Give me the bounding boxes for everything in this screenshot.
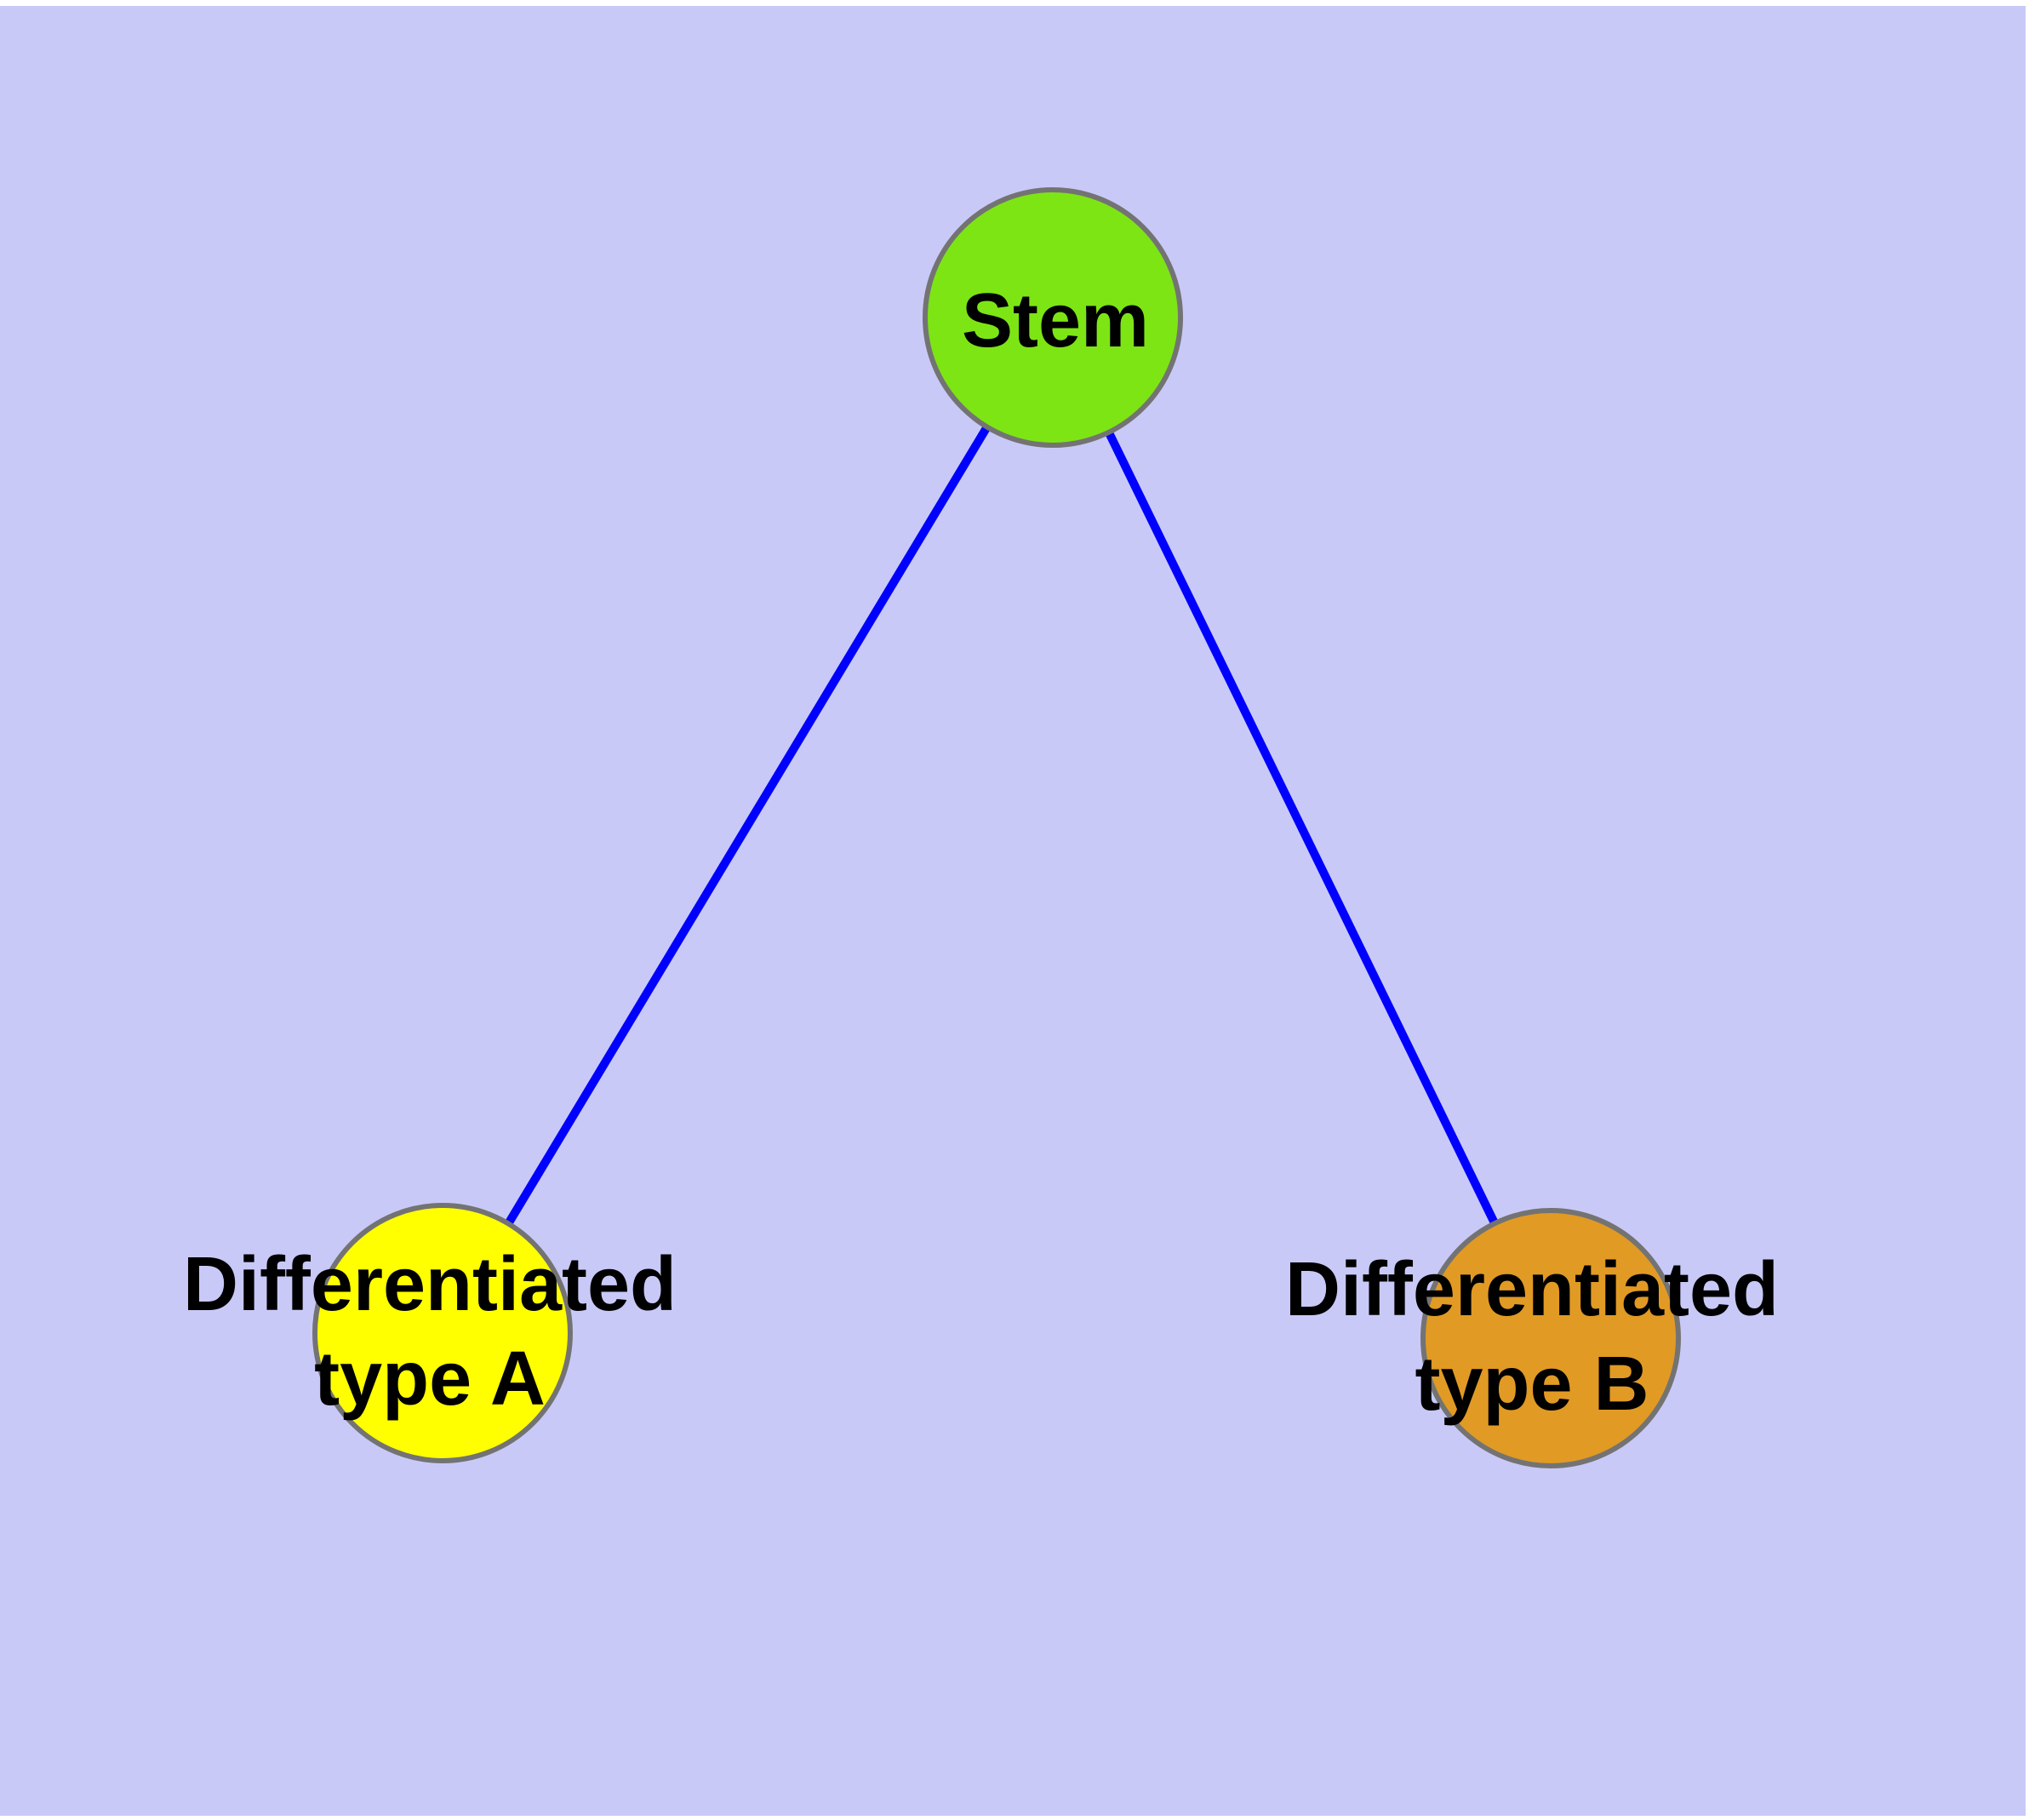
node-stem [923, 187, 1183, 448]
edge-stem-to-type-b [1049, 315, 1555, 1341]
node-differentiated-type-a [312, 1203, 573, 1463]
node-differentiated-type-b [1420, 1208, 1681, 1468]
edge-stem-to-type-a [438, 315, 1057, 1336]
